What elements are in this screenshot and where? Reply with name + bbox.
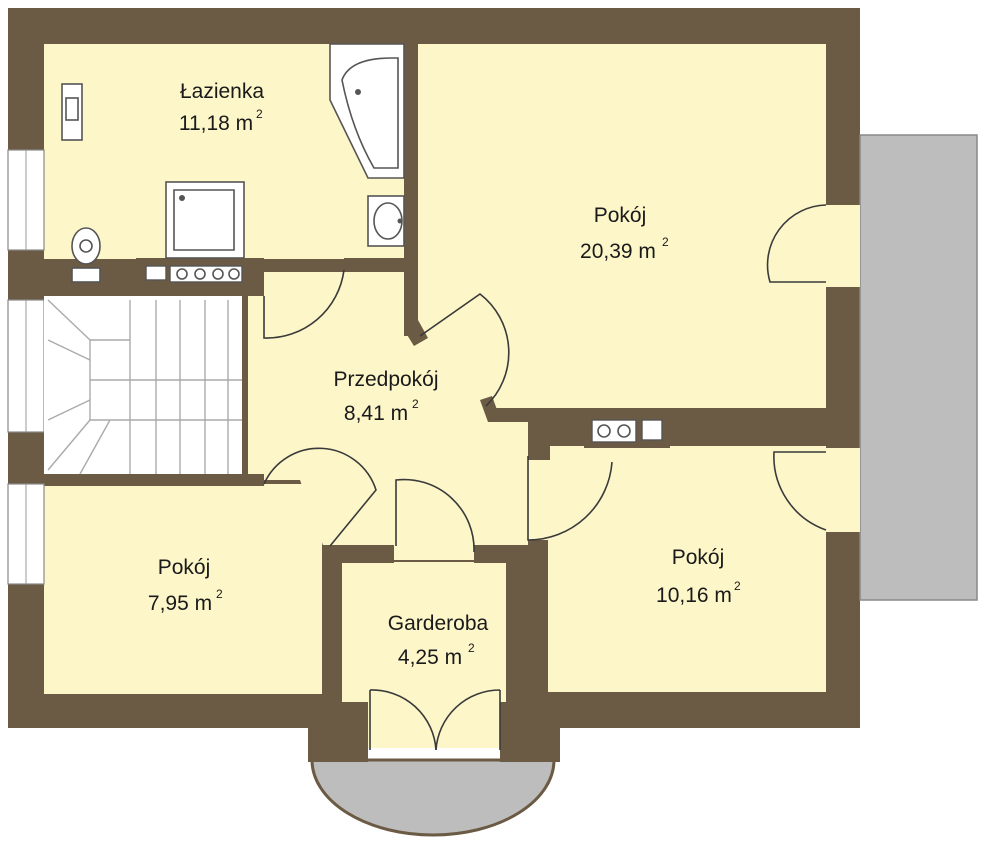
room-name-pokoj-large: Pokój (594, 204, 647, 227)
label-lazienka: Łazienka 11,18 m 2 (179, 80, 265, 135)
floor-garderoba (342, 562, 506, 702)
label-pokoj-small: Pokój 7,95 m 2 (148, 556, 223, 615)
bay-floor (368, 700, 500, 748)
room-name-pokoj-right: Pokój (672, 546, 725, 569)
floor-hall-ext (246, 290, 546, 480)
wall-stairs-bottom (44, 474, 264, 486)
bottom-balcony (310, 758, 556, 837)
toilet (71, 227, 101, 283)
room-area-pokoj-large: 20,39 m (580, 240, 656, 263)
room-name-przedpokoj: Przedpokój (333, 368, 438, 391)
double-sink-cabinet (145, 265, 243, 283)
wall-bath-room (404, 44, 418, 336)
room-unit-pokoj-large: 2 (662, 235, 669, 249)
floor-pokoj-small (44, 484, 322, 694)
label-pokoj-right: Pokój 10,16 m 2 (656, 546, 741, 607)
room-area-przedpokoj: 8,41 m (344, 402, 408, 425)
washbasin (367, 195, 405, 247)
wall-garderoba-top (322, 545, 394, 563)
room-unit-pokoj-small: 2 (216, 587, 223, 601)
shower (165, 181, 245, 259)
label-przedpokoj: Przedpokój 8,41 m 2 (333, 368, 438, 425)
room-unit-pokoj-right: 2 (734, 579, 741, 593)
kitchenette (591, 419, 663, 443)
room-area-pokoj-small: 7,95 m (148, 592, 212, 615)
room-name-lazienka: Łazienka (180, 80, 264, 103)
washing-machine (61, 83, 83, 141)
wall-right-room-left (528, 540, 548, 700)
bathtub (329, 43, 405, 179)
label-pokoj-large: Pokój 20,39 m 2 (580, 204, 669, 263)
floor-pokoj-right (548, 446, 826, 692)
room-unit-przedpokoj: 2 (412, 397, 419, 411)
wall-garderoba-left (322, 545, 342, 700)
wall-room-bottom (488, 408, 826, 422)
room-area-lazienka: 11,18 m (179, 112, 253, 135)
room-name-pokoj-small: Pokój (158, 556, 211, 579)
wall-stairs-right (242, 290, 248, 480)
room-unit-garderoba: 2 (468, 641, 475, 655)
wall-diag (404, 320, 428, 346)
opening-right-bottom (826, 448, 860, 532)
wall-bath-hall-2 (344, 258, 406, 272)
wall-diag-2 (480, 396, 500, 422)
room-area-pokoj-right: 10,16 m (656, 584, 732, 607)
bay-wall-right (500, 700, 560, 762)
staircase (44, 296, 242, 475)
bay-wall-left (308, 700, 368, 762)
right-terrace (859, 134, 978, 601)
room-name-garderoba: Garderoba (388, 612, 489, 635)
room-area-garderoba: 4,25 m (398, 646, 462, 669)
label-garderoba: Garderoba 4,25 m 2 (388, 612, 489, 669)
wall-bath-bottom-left (44, 286, 136, 296)
door-swings (263, 204, 827, 751)
opening-right-top (826, 205, 860, 287)
wall-right-room-top (528, 420, 550, 460)
room-unit-lazienka: 2 (256, 107, 263, 121)
